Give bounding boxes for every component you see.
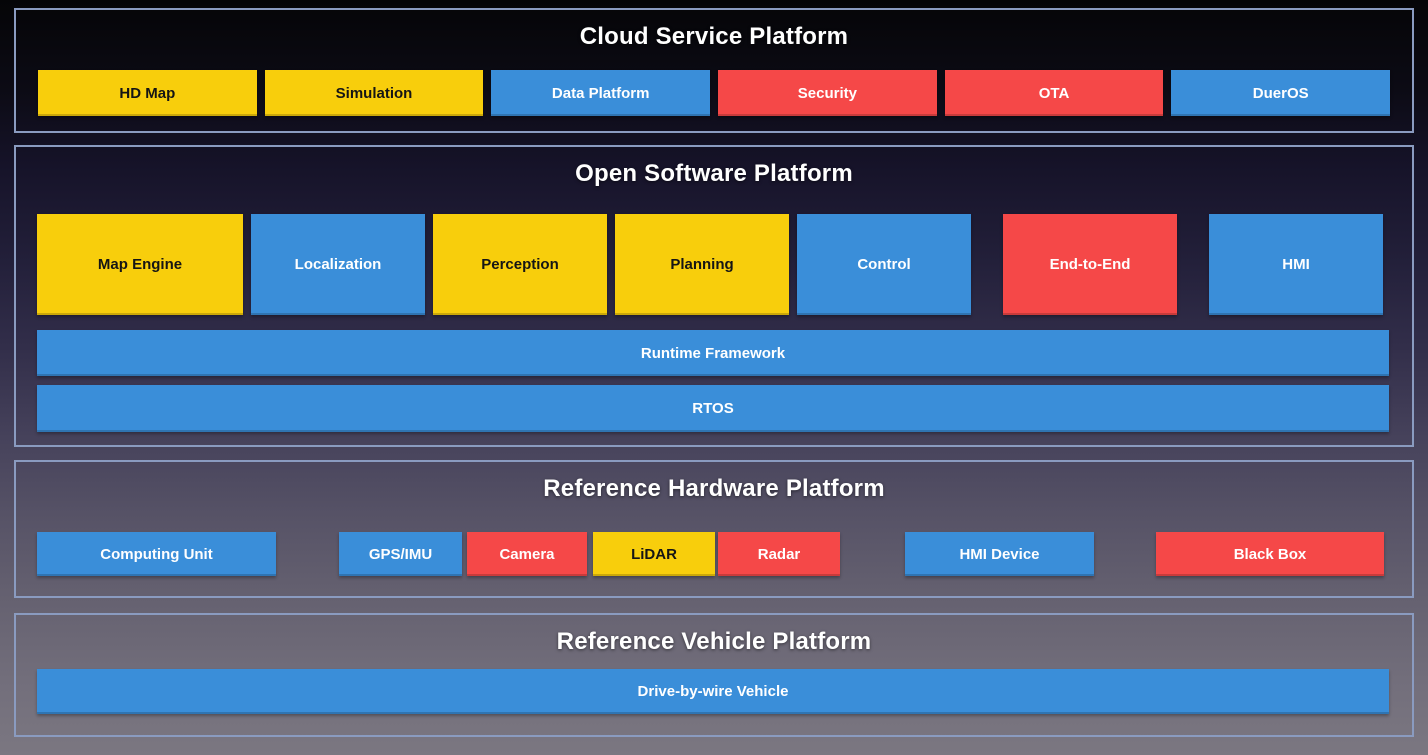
block-data-platform: Data Platform [491, 70, 711, 116]
block-simulation: Simulation [264, 70, 484, 116]
section-reference-hardware-platform: Reference Hardware Platform Computing Un… [14, 460, 1414, 598]
block-planning: Planning [615, 214, 789, 315]
block-end-to-end: End-to-End [1003, 214, 1177, 315]
block-ota: OTA [944, 70, 1164, 116]
block-security: Security [718, 70, 937, 116]
section-title-reference-vehicle-platform: Reference Vehicle Platform [556, 628, 872, 655]
block-hmi-device: HMI Device [905, 532, 1094, 576]
block-hmi: HMI [1209, 214, 1383, 315]
block-camera: Camera [467, 532, 587, 576]
block-hd-map: HD Map [38, 70, 257, 116]
block-control: Control [797, 214, 971, 315]
block-localization: Localization [251, 214, 425, 315]
block-computing-unit: Computing Unit [37, 532, 276, 576]
section-title-reference-hardware-platform: Reference Hardware Platform [543, 475, 885, 502]
block-black-box: Black Box [1156, 532, 1384, 576]
section-title-cloud-service-platform: Cloud Service Platform [579, 23, 849, 50]
block-lidar: LiDAR [593, 532, 715, 576]
cloud-services-row: HD Map Simulation Data Platform Security… [38, 70, 1391, 116]
section-cloud-service-platform: Cloud Service Platform HD Map Simulation… [14, 8, 1414, 133]
software-modules-row: Map Engine Localization Perception Plann… [37, 214, 1389, 315]
block-gps-imu: GPS/IMU [339, 532, 462, 576]
block-map-engine: Map Engine [37, 214, 243, 315]
block-perception: Perception [433, 214, 607, 315]
bar-runtime-framework: Runtime Framework [37, 330, 1389, 376]
section-reference-vehicle-platform: Reference Vehicle Platform Drive-by-wire… [14, 613, 1414, 737]
section-title-open-software-platform: Open Software Platform [575, 160, 853, 187]
bar-rtos: RTOS [37, 385, 1389, 432]
block-dueros: DuerOS [1171, 70, 1391, 116]
bar-drive-by-wire-vehicle: Drive-by-wire Vehicle [37, 669, 1389, 714]
section-open-software-platform: Open Software Platform Map Engine Locali… [14, 145, 1414, 447]
block-radar: Radar [718, 532, 840, 576]
